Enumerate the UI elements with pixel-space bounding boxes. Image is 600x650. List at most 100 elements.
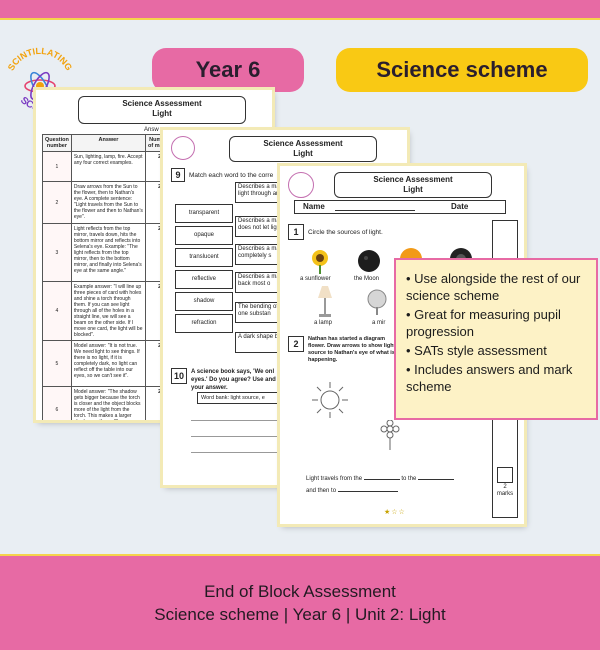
footer-subtitle: Science scheme | Year 6 | Unit 2: Light (154, 605, 446, 624)
q9-header: 9 Match each word to the corre (171, 168, 273, 182)
row-answer: Draw arrows from the Sun to the flower, … (70, 181, 147, 224)
top-accent-line (0, 18, 600, 20)
row-answer: Example answer: "I will line up three pi… (70, 281, 147, 341)
item-label: a mir (372, 320, 386, 326)
mirror-icon (367, 289, 387, 315)
q10-block: 10 A science book says, 'We onl eyes.' D… (171, 368, 281, 392)
marks-value: 2 (503, 484, 507, 490)
word-card: transparent (175, 204, 233, 223)
name-line (335, 210, 415, 211)
q2-block: 2 Nathan has started a diagram flower. D… (288, 336, 398, 364)
feature-item: • SATs style assessment (406, 343, 547, 358)
sentence-1: Light travels from the to the (306, 476, 486, 482)
feature-item: • Includes answers and mark scheme (406, 362, 573, 394)
sentence-2-start: and then to (306, 488, 337, 494)
item-label: the Moon (354, 276, 380, 282)
blank-line (337, 491, 398, 492)
word-card: shadow (175, 292, 233, 311)
lamp-icon (318, 286, 332, 317)
answers-header-row: Question number Answer Number of marks (42, 134, 174, 152)
answer-line (191, 420, 311, 421)
sheet3-title-box: Science Assessment Light (334, 172, 492, 198)
answer-line (191, 452, 311, 453)
row-q: 4 (42, 281, 72, 341)
row-q: 2 (42, 181, 72, 224)
sheet1-subtitle: Light (152, 109, 172, 118)
marks-text: 2 marks (493, 484, 517, 498)
feature-item: • Use alongside the rest of our science … (406, 271, 581, 303)
row-answer: Model answer: "It is not true. We need l… (70, 340, 147, 387)
answer-line (191, 436, 311, 437)
row-answer: Model answer: "The shadow gets bigger be… (70, 386, 147, 420)
word-card: reflective (175, 270, 233, 289)
q10-prompt: A science book says, 'We onl eyes.' Do y… (191, 369, 276, 391)
q2-prompt: Nathan has started a diagram flower. Dra… (308, 336, 396, 363)
diagram-flower-icon (380, 420, 400, 450)
q10-number: 10 (171, 368, 187, 384)
bottom-accent-line (0, 554, 600, 556)
sentence-1-start: Light travels from the (306, 476, 363, 482)
blank-line (418, 479, 455, 480)
logo-text-top: SCINTILLATING (6, 46, 74, 72)
diagram-sun-icon (312, 382, 348, 418)
sunflower-icon (312, 250, 328, 274)
item-label: a lamp (314, 320, 333, 326)
svg-text:SCINTILLATING: SCINTILLATING (6, 46, 74, 72)
star-rating-icon: ★☆☆ (384, 509, 406, 516)
q1-number: 1 (288, 224, 304, 240)
features-callout: • Use alongside the rest of our science … (394, 258, 598, 420)
sheet2-title-box: Science Assessment Light (229, 136, 377, 162)
answers-table: Question number Answer Number of marks 1… (42, 134, 174, 420)
table-row: 6 Model answer: "The shadow gets bigger … (42, 386, 174, 420)
word-card: translucent (175, 248, 233, 267)
sheet2-title: Science Assessment (263, 139, 343, 148)
table-row: 2 Draw arrows from the Sun to the flower… (42, 181, 174, 224)
feature-item: • Great for measuring pupil progression (406, 307, 561, 339)
table-row: 5 Model answer: "It is not true. We need… (42, 340, 174, 387)
sheet3-subtitle: Light (403, 185, 423, 194)
features-list: • Use alongside the rest of our science … (406, 270, 588, 395)
item-label: a sunflower (300, 276, 331, 282)
q2-number: 2 (288, 336, 304, 352)
footer-banner: End of Block Assessment Science scheme |… (0, 556, 600, 650)
blank-line (363, 479, 400, 480)
row-q: 5 (42, 340, 72, 387)
marks-box (497, 467, 513, 483)
sheet1-title: Science Assessment (122, 99, 202, 108)
scheme-label: Science scheme (376, 57, 548, 82)
sentence-1-mid: to the (401, 476, 417, 482)
table-row: 3 Light reflects from the top mirror, tr… (42, 223, 174, 282)
row-q: 1 (42, 151, 72, 182)
sheet1-title-box: Science Assessment Light (78, 96, 246, 124)
year-label: Year 6 (195, 57, 261, 82)
table-row: 4 Example answer: "I will line up three … (42, 281, 174, 341)
row-answer: Sun, lighting, lamp, fire. Accept any fo… (70, 151, 147, 182)
word-card: opaque (175, 226, 233, 245)
row-answer: Light reflects from the top mirror, trav… (70, 223, 147, 282)
year-pill: Year 6 (152, 48, 304, 92)
col-question: Question number (42, 134, 72, 152)
date-label: Date (451, 202, 469, 211)
col-answer: Answer (70, 134, 147, 152)
moon-icon (358, 250, 380, 272)
q9-number: 9 (171, 168, 185, 182)
answers-heading: Answ (144, 127, 159, 133)
sheet2-logo-icon (171, 136, 195, 160)
marks-label: marks (496, 491, 514, 497)
sheet2-subtitle: Light (293, 149, 313, 158)
row-q: 6 (42, 386, 72, 420)
row-q: 3 (42, 223, 72, 282)
q1-prompt: Circle the sources of light. (308, 228, 383, 236)
q1-header: 1 Circle the sources of light. (288, 224, 383, 240)
q9-prompt: Match each word to the corre (189, 171, 274, 179)
footer-title: End of Block Assessment (204, 582, 396, 601)
scheme-pill: Science scheme (336, 48, 588, 92)
word-card: refraction (175, 314, 233, 333)
sheet3-title: Science Assessment (373, 175, 453, 184)
name-date-box: Name Date (294, 200, 506, 214)
table-row: 1 Sun, lighting, lamp, fire. Accept any … (42, 151, 174, 182)
sheet3-logo-icon (288, 172, 314, 198)
sentence-2: and then to (306, 488, 398, 494)
name-label: Name (303, 202, 325, 211)
top-accent-bar (0, 0, 600, 18)
